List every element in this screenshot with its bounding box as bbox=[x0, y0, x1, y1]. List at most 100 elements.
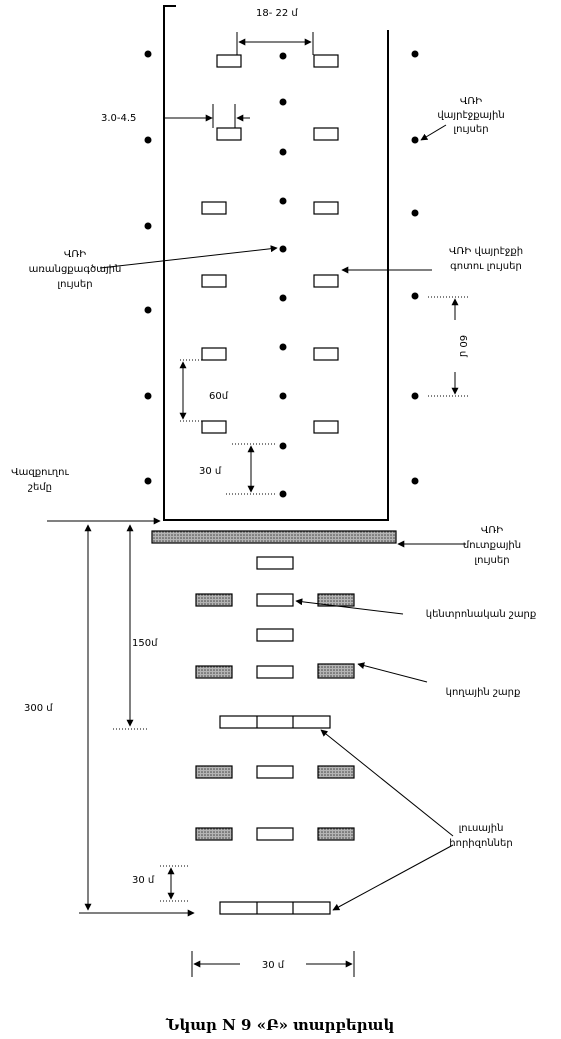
tdz-barrette bbox=[313, 201, 339, 215]
dist-60-right-label: 60 մ bbox=[457, 335, 468, 358]
edge-light bbox=[411, 477, 419, 485]
central-barrette bbox=[256, 765, 294, 779]
tdz-barrette bbox=[313, 347, 339, 361]
side-barrette bbox=[195, 593, 233, 607]
centerline-light bbox=[279, 490, 287, 498]
svg-text:ՎՌԻ: ՎՌԻ bbox=[481, 525, 503, 536]
entrance-lights-label: ՎՌԻ մուտքային լույսեր bbox=[397, 525, 521, 566]
width-18-22-label: 18- 22 մ bbox=[256, 8, 298, 19]
svg-text:ՎՌԻ: ՎՌԻ bbox=[64, 249, 86, 260]
tdz-barrette bbox=[201, 274, 227, 288]
centerline-light bbox=[279, 294, 287, 302]
tdz-barrette bbox=[216, 127, 242, 141]
side-barrette bbox=[317, 827, 355, 841]
tdz-barrette bbox=[201, 420, 227, 434]
runway-edge-lights bbox=[144, 50, 419, 485]
side-row-label: կողային շարք bbox=[357, 662, 521, 698]
svg-text:ՎՌԻ: ՎՌԻ bbox=[460, 96, 482, 107]
svg-text:լույսեր: լույսեր bbox=[453, 124, 488, 135]
svg-text:կենտրոնական շարք: կենտրոնական շարք bbox=[426, 609, 537, 620]
tdz-barrette bbox=[313, 420, 339, 434]
dist-30-top-label: 30 մ bbox=[199, 466, 222, 477]
dim-width-30 bbox=[191, 951, 355, 977]
centerline-light bbox=[279, 245, 287, 253]
touchdown-zone-lights bbox=[201, 54, 339, 434]
tdz-barrette bbox=[313, 127, 339, 141]
svg-text:լույսեր: լույսեր bbox=[57, 279, 92, 290]
dist-60-left-label: 60մ bbox=[209, 391, 229, 402]
tdz-barrette bbox=[216, 54, 242, 68]
edge-light bbox=[411, 392, 419, 400]
touchdown-lights-label: ՎՌԻ վայրէջքի գոտու լույսեր bbox=[341, 246, 523, 274]
dim-150 bbox=[113, 524, 149, 730]
tdz-barrette bbox=[201, 201, 227, 215]
centerline-lights-label: ՎՌԻ առանցքագծային լույսեր bbox=[29, 245, 278, 290]
side-barrette bbox=[195, 665, 233, 679]
central-row-label: կենտրոնական շարք bbox=[295, 598, 537, 620]
svg-text:գոտու լույսեր: գոտու լույսեր bbox=[450, 261, 522, 272]
svg-text:առանցքագծային: առանցքագծային bbox=[29, 264, 122, 275]
svg-text:մուտքային: մուտքային bbox=[463, 540, 521, 551]
tdz-barrette bbox=[313, 54, 339, 68]
edge-light bbox=[411, 136, 419, 144]
dist-300-label: 300 մ bbox=[24, 703, 53, 714]
dim-30-top bbox=[226, 443, 276, 495]
centerline-light bbox=[279, 197, 287, 205]
dim-spacing-3-4-5 bbox=[165, 104, 250, 128]
svg-text:Վազքուղու: Վազքուղու bbox=[11, 467, 69, 478]
svg-text:լուսային: լուսային bbox=[459, 823, 504, 834]
centerline-light bbox=[279, 343, 287, 351]
svg-text:ՎՌԻ վայրէջքի: ՎՌԻ վայրէջքի bbox=[449, 246, 523, 257]
dist-150-label: 150մ bbox=[132, 638, 158, 649]
width-30-label: 30 մ bbox=[262, 960, 285, 971]
crossbar bbox=[219, 901, 331, 915]
spacing-label: 3.0-4.5 bbox=[101, 113, 136, 124]
edge-light bbox=[411, 50, 419, 58]
centerline-light bbox=[279, 392, 287, 400]
dim-30-bottom bbox=[160, 865, 188, 902]
threshold-label: Վազքուղու շեմը bbox=[11, 467, 161, 525]
centerline-light bbox=[279, 442, 287, 450]
centerline-light bbox=[279, 98, 287, 106]
central-barrette bbox=[256, 628, 294, 642]
tdz-barrette bbox=[201, 347, 227, 361]
svg-text:լույսեր: լույսեր bbox=[474, 555, 509, 566]
central-barrette bbox=[256, 556, 294, 570]
edge-light bbox=[411, 209, 419, 217]
dim-300 bbox=[79, 524, 195, 917]
side-barrette bbox=[195, 827, 233, 841]
crossbars-label: լուսային հորիզոններ bbox=[320, 729, 513, 911]
edge-light bbox=[144, 222, 152, 230]
dim-width-18-22 bbox=[236, 32, 314, 55]
figure-caption: Նկար N 9 «Բ» տարբերակ bbox=[165, 1016, 395, 1034]
centerline-light bbox=[279, 148, 287, 156]
edge-light bbox=[144, 136, 152, 144]
central-barrette bbox=[256, 827, 294, 841]
edge-light bbox=[144, 392, 152, 400]
edge-lights-label: ՎՌԻ վայրէջքային լույսեր bbox=[420, 96, 505, 141]
dist-30-bottom-label: 30 մ bbox=[132, 875, 155, 886]
approach-central-row bbox=[256, 556, 294, 841]
edge-light bbox=[144, 306, 152, 314]
runway-centerline-lights bbox=[279, 52, 287, 498]
side-barrette bbox=[317, 663, 355, 679]
svg-text:կողային շարք: կողային շարք bbox=[446, 687, 521, 698]
crossbars bbox=[219, 715, 331, 915]
central-barrette bbox=[256, 593, 294, 607]
edge-light bbox=[144, 50, 152, 58]
dim-60-left bbox=[179, 359, 212, 422]
edge-light bbox=[411, 292, 419, 300]
central-barrette bbox=[256, 665, 294, 679]
side-barrette bbox=[195, 765, 233, 779]
runway-outline bbox=[163, 5, 389, 521]
svg-text:վայրէջքային: վայրէջքային bbox=[437, 110, 504, 121]
side-barrette bbox=[317, 765, 355, 779]
dim-60-right bbox=[428, 296, 468, 397]
threshold-entrance-bar bbox=[151, 530, 397, 544]
centerline-light bbox=[279, 52, 287, 60]
tdz-barrette bbox=[313, 274, 339, 288]
crossbar bbox=[219, 715, 331, 729]
svg-text:շեմը: շեմը bbox=[28, 482, 52, 493]
svg-text:հորիզոններ: հորիզոններ bbox=[449, 838, 512, 849]
